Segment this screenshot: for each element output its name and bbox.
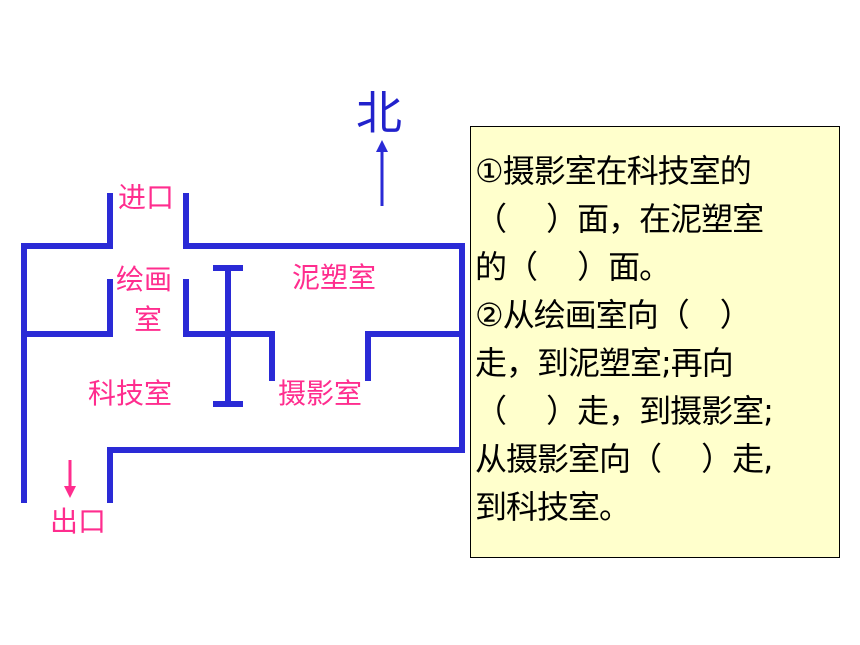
- south-wall: [107, 447, 465, 503]
- entrance-label: 进口: [118, 181, 175, 214]
- question-line: 从摄影室向（ ）走,: [475, 440, 773, 478]
- painting-room-label-line2: 室: [134, 303, 163, 336]
- question-line: 到科技室。: [475, 488, 631, 526]
- science-room-label: 科技室: [88, 377, 173, 410]
- clay-room-label: 泥塑室: [292, 261, 377, 294]
- north-arrow-icon: [376, 140, 388, 206]
- question-line: 的（ ）面。: [475, 248, 671, 286]
- painting-room-wall: [21, 279, 113, 337]
- exit-label: 出口: [50, 505, 107, 538]
- question-line: ②从绘画室向（ ）: [475, 296, 752, 334]
- question-box: ①摄影室在科技室的 （ ）面，在泥塑室 的（ ）面。 ②从绘画室向（ ） 走，到…: [470, 126, 840, 558]
- question-line: （ ）走，到摄影室;: [475, 392, 774, 430]
- photo-room-wall: [365, 331, 465, 381]
- question-line: 走，到泥塑室;再向: [475, 344, 734, 382]
- north-label: 北: [356, 86, 402, 140]
- entrance-right-wall: [183, 193, 465, 249]
- painting-room-label-line1: 绘画: [116, 263, 173, 296]
- photo-room-label: 摄影室: [278, 377, 363, 410]
- exit-arrow-icon: [64, 460, 76, 498]
- question-line: ①摄影室在科技室的: [475, 152, 752, 190]
- entrance-left-wall: [21, 193, 113, 249]
- question-line: （ ）面，在泥塑室: [475, 200, 764, 238]
